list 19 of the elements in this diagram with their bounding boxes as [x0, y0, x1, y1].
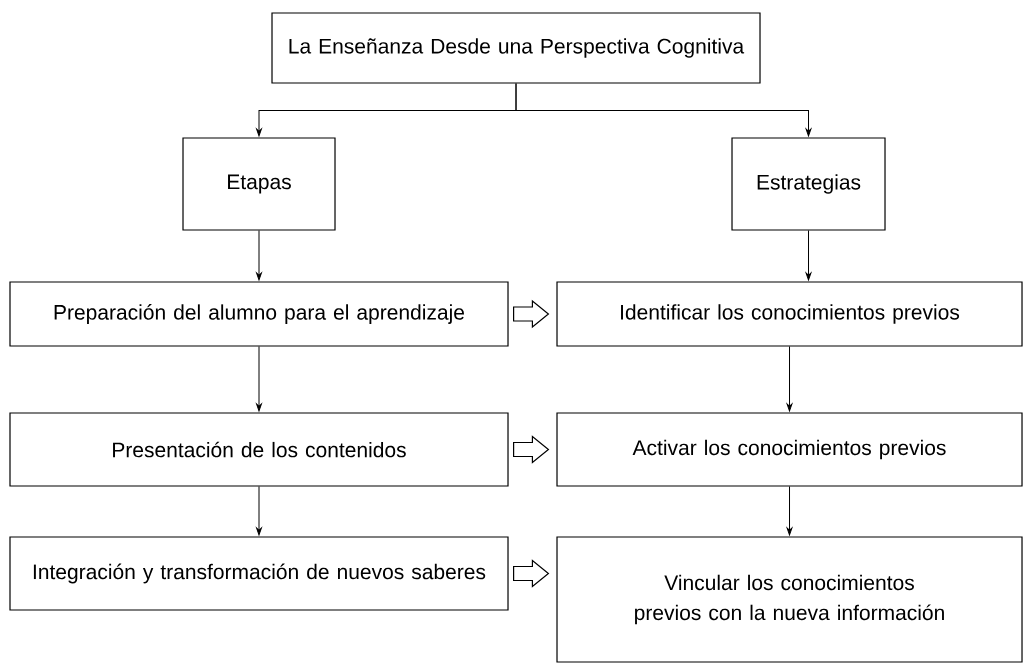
arrow — [786, 486, 793, 536]
arrow — [256, 486, 262, 536]
process-box: Preparación del alumno para el aprendizaje — [9, 281, 509, 347]
block-arrow — [513, 559, 550, 588]
process-box: Presentación de los contenidos — [9, 412, 509, 487]
arrow — [256, 230, 262, 281]
process-box: Vincular los conocimientos previos con la nueva información — [556, 536, 1023, 663]
process-box: Etapas — [182, 137, 336, 231]
block-arrow — [513, 299, 550, 329]
process-box: Integración y transformación de nuevos saberes — [9, 536, 509, 611]
process-box: Estrategias — [731, 137, 886, 231]
arrow — [515, 83, 812, 137]
arrow — [786, 346, 793, 412]
process-box: Activar los conocimientos previos — [556, 412, 1023, 487]
process-box: Identificar los conocimientos previos — [556, 281, 1023, 347]
arrow — [805, 230, 812, 281]
arrow — [256, 346, 262, 412]
block-arrow — [513, 435, 550, 464]
process-box: La Enseñanza Desde una Perspectiva Cognitiva — [271, 12, 761, 84]
